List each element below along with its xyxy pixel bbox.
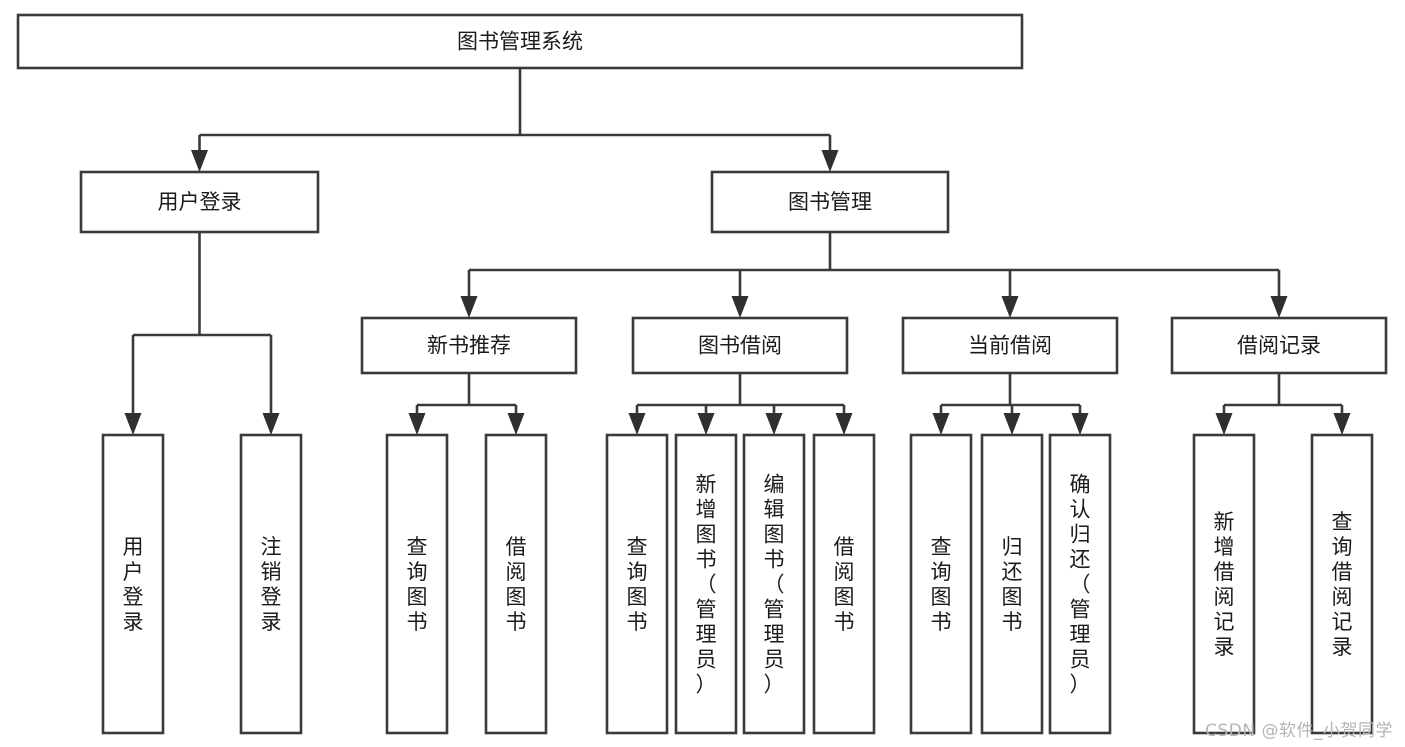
node-new-book-rec[interactable]: 新书推荐 xyxy=(360,316,578,375)
node-label: 新增借阅记录 xyxy=(1214,510,1235,659)
watermark-text: CSDN @软件_小贺同学 xyxy=(1205,721,1393,741)
arrowhead-icon xyxy=(835,413,853,435)
node-label: 编辑图书（管理员） xyxy=(764,473,785,697)
node-box xyxy=(1170,316,1388,375)
node-box xyxy=(484,433,548,735)
node-leaf-edit-book[interactable]: 编辑图书（管理员） xyxy=(742,433,806,735)
arrowhead-icon xyxy=(765,413,783,435)
node-box xyxy=(1310,433,1374,735)
node-leaf-query-book-3[interactable]: 查询图书 xyxy=(909,433,973,735)
node-leaf-query-book-1[interactable]: 查询图书 xyxy=(385,433,449,735)
node-box xyxy=(101,433,165,735)
node-label: 借阅图书 xyxy=(506,535,527,634)
arrowhead-icon xyxy=(697,413,715,435)
node-label: 新增图书（管理员） xyxy=(696,473,717,697)
node-leaf-add-record[interactable]: 新增借阅记录 xyxy=(1192,433,1256,735)
node-label: 查询图书 xyxy=(627,535,648,634)
node-box xyxy=(385,433,449,735)
node-label: 用户登录 xyxy=(123,535,144,634)
node-label: 查询图书 xyxy=(407,535,428,634)
node-book-manage[interactable]: 图书管理 xyxy=(710,170,950,234)
arrowhead-icon xyxy=(821,150,839,172)
node-borrow-record[interactable]: 借阅记录 xyxy=(1170,316,1388,375)
node-label: 借阅记录 xyxy=(1237,334,1321,358)
node-box xyxy=(360,316,578,375)
node-label: 查询借阅记录 xyxy=(1332,510,1353,659)
node-label: 图书管理系统 xyxy=(457,30,583,54)
node-label: 图书借阅 xyxy=(698,334,782,358)
arrowhead-icon xyxy=(1003,413,1021,435)
arrowhead-icon xyxy=(124,413,142,435)
node-box xyxy=(605,433,669,735)
node-layer: 图书管理系统用户登录图书管理新书推荐图书借阅当前借阅借阅记录用户登录注销登录查询… xyxy=(16,13,1388,735)
node-user-login[interactable]: 用户登录 xyxy=(79,170,320,234)
node-label: 注销登录 xyxy=(261,535,282,634)
arrowhead-icon xyxy=(731,296,749,318)
node-leaf-logout[interactable]: 注销登录 xyxy=(239,433,303,735)
node-leaf-borrow-book-2[interactable]: 借阅图书 xyxy=(812,433,876,735)
arrowhead-icon xyxy=(191,150,208,172)
node-box xyxy=(239,433,303,735)
node-box xyxy=(1048,433,1112,735)
node-label: 图书管理 xyxy=(788,190,872,214)
node-box xyxy=(742,433,806,735)
node-leaf-query-record[interactable]: 查询借阅记录 xyxy=(1310,433,1374,735)
arrowhead-icon xyxy=(1001,296,1019,318)
node-box xyxy=(631,316,849,375)
arrowhead-icon xyxy=(1215,413,1233,435)
node-box xyxy=(901,316,1119,375)
node-book-borrow[interactable]: 图书借阅 xyxy=(631,316,849,375)
node-label: 查询图书 xyxy=(931,535,952,634)
node-box xyxy=(710,170,950,234)
node-leaf-confirm-return[interactable]: 确认归还（管理员） xyxy=(1048,433,1112,735)
node-label: 用户登录 xyxy=(158,190,242,214)
arrowhead-icon xyxy=(507,413,525,435)
node-box xyxy=(674,433,738,735)
node-label: 确认归还（管理员） xyxy=(1070,473,1091,697)
arrowhead-icon xyxy=(1071,413,1089,435)
node-leaf-return-book[interactable]: 归还图书 xyxy=(980,433,1044,735)
arrowhead-icon xyxy=(408,413,426,435)
node-label: 借阅图书 xyxy=(834,535,855,634)
node-box xyxy=(1192,433,1256,735)
node-label: 当前借阅 xyxy=(968,334,1052,358)
node-label: 新书推荐 xyxy=(427,334,511,358)
node-leaf-query-book-2[interactable]: 查询图书 xyxy=(605,433,669,735)
node-label: 归还图书 xyxy=(1002,535,1023,634)
arrowhead-icon xyxy=(932,413,950,435)
arrowhead-icon xyxy=(1333,413,1351,435)
connector-layer xyxy=(124,68,1351,435)
node-leaf-user-login[interactable]: 用户登录 xyxy=(101,433,165,735)
node-box xyxy=(980,433,1044,735)
arrowhead-icon xyxy=(628,413,646,435)
node-leaf-add-book[interactable]: 新增图书（管理员） xyxy=(674,433,738,735)
arrowhead-icon xyxy=(1270,296,1288,318)
arrowhead-icon xyxy=(460,296,478,318)
node-box xyxy=(79,170,320,234)
node-current-borrow[interactable]: 当前借阅 xyxy=(901,316,1119,375)
node-box xyxy=(16,13,1024,70)
node-box xyxy=(812,433,876,735)
node-root[interactable]: 图书管理系统 xyxy=(16,13,1024,70)
node-leaf-borrow-book-1[interactable]: 借阅图书 xyxy=(484,433,548,735)
arrowhead-icon xyxy=(262,413,280,435)
node-box xyxy=(909,433,973,735)
